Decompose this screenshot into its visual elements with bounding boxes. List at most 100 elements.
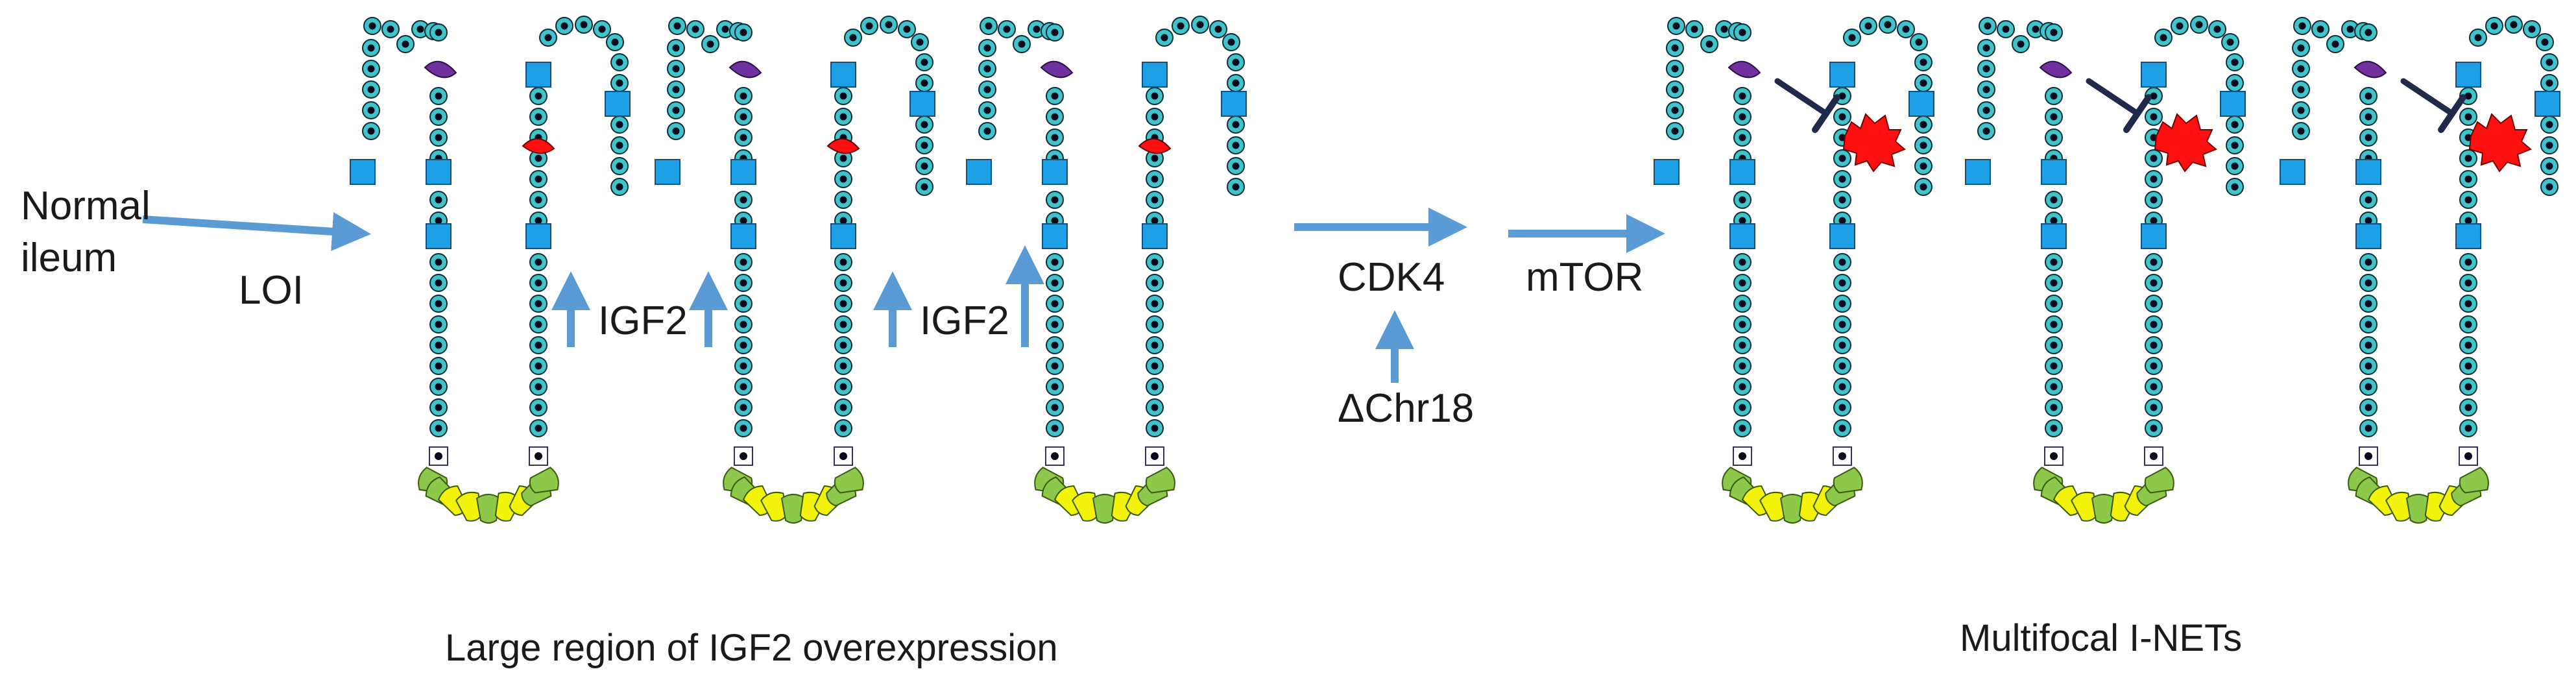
nucleus — [1232, 183, 1240, 191]
nucleus — [1982, 65, 1990, 73]
nucleus — [921, 79, 928, 87]
nucleus — [1051, 29, 1059, 36]
nucleus — [983, 44, 991, 52]
nucleus — [2150, 300, 2158, 308]
enteroendocrine-cell — [1727, 60, 1761, 79]
paneth-cell — [529, 467, 559, 494]
stem-cell-block — [426, 159, 451, 185]
nucleus — [740, 300, 747, 308]
villus-unit-2 — [655, 16, 935, 524]
nucleus — [1838, 383, 1846, 391]
stem-cell-block — [1908, 91, 1934, 117]
inhibition-bar — [2123, 94, 2152, 133]
igf2-expressing-cell — [826, 138, 860, 154]
nucleus — [2050, 29, 2058, 36]
paneth-cell — [1833, 467, 1863, 494]
nucleus — [1982, 86, 1990, 93]
nucleus — [535, 300, 542, 308]
nucleus — [2464, 362, 2472, 370]
nucleus — [535, 321, 542, 328]
igf2-label-second: IGF2 — [920, 298, 1009, 343]
nucleus — [1151, 113, 1159, 121]
crypt-villus-units — [350, 16, 2560, 524]
nucleus — [2474, 34, 2482, 42]
nucleus — [1915, 38, 1923, 46]
nucleus — [839, 404, 847, 411]
nucleus — [2464, 383, 2472, 391]
nucleus — [1739, 258, 1746, 266]
nucleus — [435, 341, 442, 349]
nucleus — [435, 113, 442, 121]
nucleus — [435, 217, 442, 225]
nucleus — [983, 65, 991, 73]
enteroendocrine-cell — [2039, 60, 2073, 79]
nucleus — [435, 300, 442, 308]
nucleus — [2365, 424, 2372, 432]
nucleus — [921, 121, 928, 128]
stem-cell-block — [1829, 223, 1855, 249]
nucleus — [1177, 22, 1185, 30]
paneth-cell — [1779, 494, 1805, 524]
nucleus — [903, 25, 911, 33]
nucleus — [1920, 58, 1927, 66]
nucleus — [2464, 217, 2472, 225]
nucleus — [1151, 300, 1159, 308]
nucleus — [2150, 452, 2158, 460]
nucleus — [2150, 362, 2158, 370]
nucleus — [535, 383, 542, 391]
nucleus — [1151, 175, 1159, 183]
inhibition-line — [2086, 78, 2141, 117]
nucleus — [2546, 121, 2553, 128]
paneth-cell — [780, 494, 806, 524]
nucleus — [2546, 183, 2553, 191]
nucleus — [616, 121, 623, 128]
stem-cell-block — [1965, 159, 1991, 185]
nucleus — [2331, 40, 2339, 48]
nucleus — [2464, 341, 2472, 349]
stem-cell-block — [1142, 223, 1168, 249]
nucleus — [1051, 424, 1059, 432]
nucleus — [1671, 44, 1679, 52]
nucleus — [1151, 217, 1159, 225]
nucleus — [1232, 141, 1240, 149]
nucleus — [849, 34, 857, 42]
nucleus — [1848, 34, 1856, 42]
nucleus — [1838, 341, 1846, 349]
stem-cell-block — [2041, 159, 2067, 185]
nucleus — [535, 404, 542, 411]
nucleus — [2231, 58, 2239, 66]
nucleus — [1838, 217, 1846, 225]
nucleus — [1151, 452, 1159, 460]
nucleus — [2546, 58, 2553, 66]
nucleus — [1739, 300, 1746, 308]
tumor-unit-6 — [2280, 16, 2560, 524]
nucleus — [2546, 79, 2553, 87]
stem-cell-block — [1042, 159, 1068, 185]
nucleus — [1739, 424, 1746, 432]
nucleus — [1151, 341, 1159, 349]
nucleus — [839, 175, 847, 183]
nucleus — [2176, 22, 2184, 30]
nucleus — [740, 113, 747, 121]
nucleus — [2365, 258, 2372, 266]
nucleus — [1739, 279, 1746, 287]
nucleus — [2464, 424, 2472, 432]
nucleus — [435, 196, 442, 204]
nucleus — [2317, 25, 2324, 33]
nucleus — [839, 258, 847, 266]
nucleus — [983, 127, 991, 135]
nucleus — [2195, 21, 2203, 29]
nucleus — [740, 424, 747, 432]
nucleus — [740, 217, 747, 225]
nucleus — [1051, 134, 1059, 141]
nucleus — [1920, 183, 1927, 191]
nucleus — [1838, 279, 1846, 287]
nucleus — [1739, 196, 1746, 204]
paneth-cell — [475, 494, 501, 524]
nucleus — [1902, 25, 1910, 33]
nucleus — [2365, 362, 2372, 370]
nucleus — [435, 321, 442, 328]
nucleus — [839, 321, 847, 328]
stem-cell-block — [730, 223, 756, 249]
nucleus — [1920, 79, 1927, 87]
